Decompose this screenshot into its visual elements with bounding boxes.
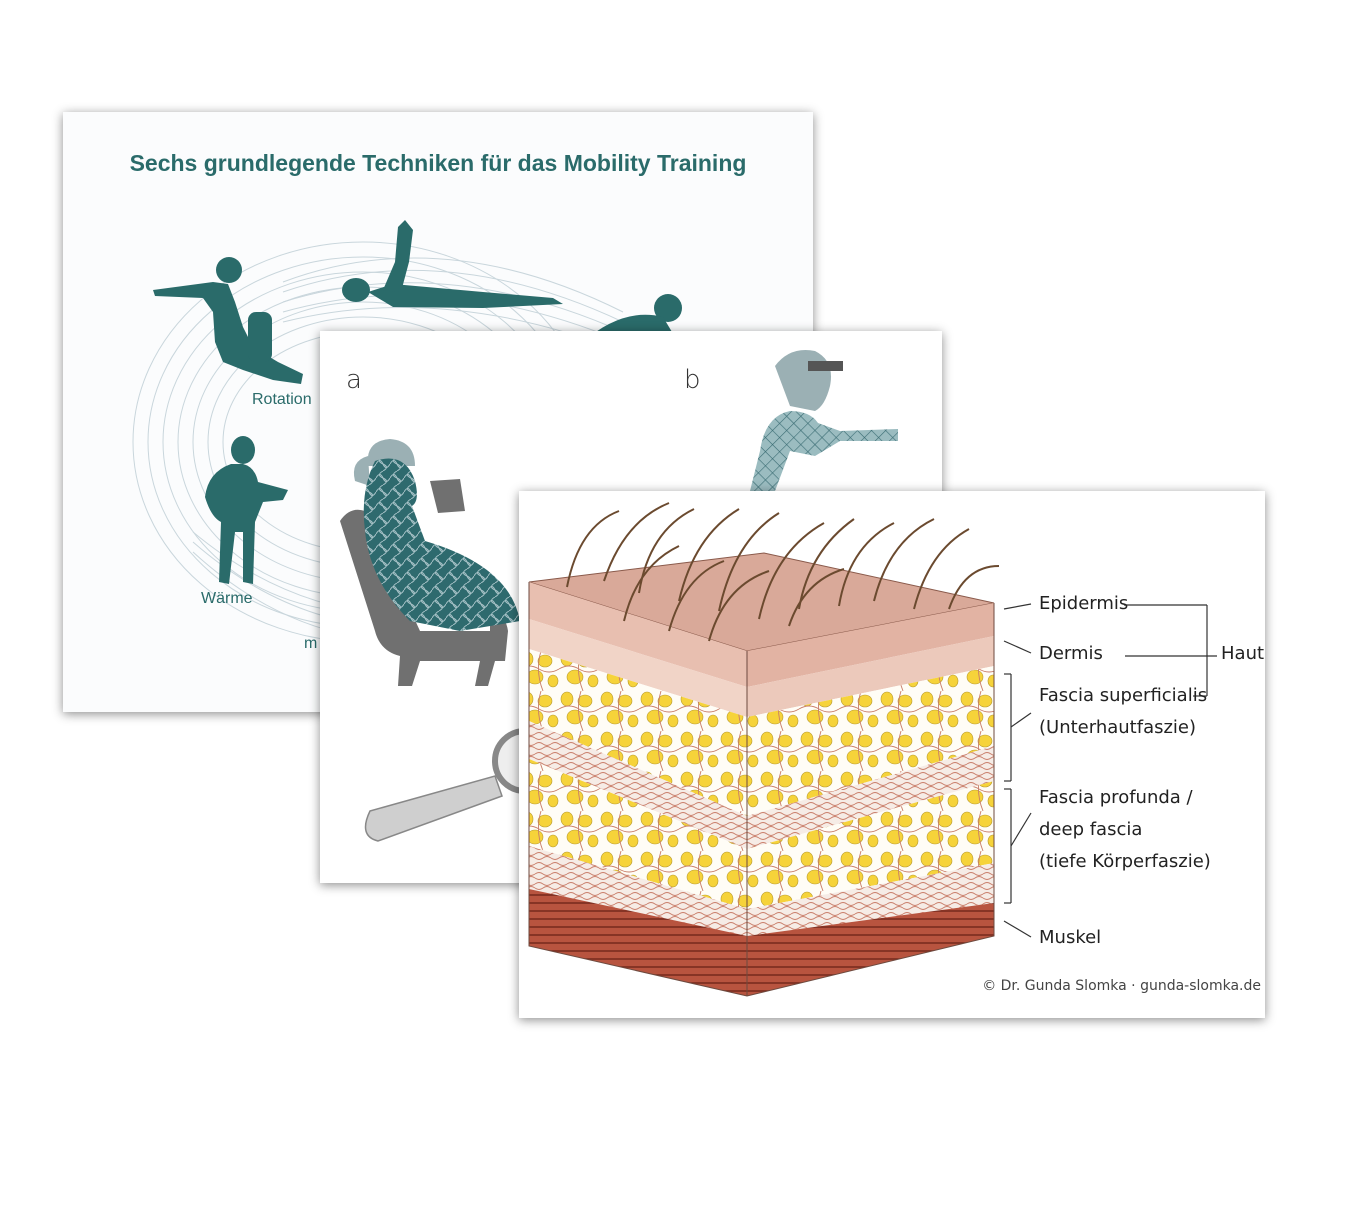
- skin-layer-diagram: [528, 502, 1217, 997]
- label-muskel: Muskel: [1039, 927, 1102, 948]
- hairs: [566, 502, 1000, 642]
- label-haut: Haut: [1221, 643, 1265, 664]
- lying-figure: [342, 220, 563, 308]
- rotation-label: Rotation: [252, 391, 312, 408]
- fascia-profunda-fat-left: [529, 759, 747, 909]
- rotation-figure: [153, 257, 303, 384]
- fascia-profunda-fiber-right: [747, 863, 994, 936]
- epidermis-right: [747, 603, 994, 687]
- skin-layers-card: Epidermis Dermis Haut Fascia superficial…: [519, 491, 1265, 1018]
- fascia-profunda-fiber-left: [529, 846, 747, 936]
- comparison-illustration: [340, 350, 898, 842]
- partial-label: m: [304, 635, 318, 652]
- label-fascia-superficialis: Fascia superficialis: [1039, 685, 1208, 706]
- label-fascia-profunda: Fascia profunda /: [1039, 787, 1193, 808]
- label-epidermis: Epidermis: [1039, 593, 1129, 614]
- dermis-right: [747, 636, 994, 717]
- fascia-superficialis-fiber-left: [529, 721, 747, 849]
- dermis-left: [529, 619, 747, 717]
- fascia-superficialis-fat-left: [529, 649, 747, 816]
- fascia-profunda-fat-right: [747, 781, 994, 909]
- fascia-superficialis-fat-right: [747, 666, 994, 816]
- label-tiefe-koerperfaszie: (tiefe Körperfaszie): [1039, 851, 1211, 872]
- running-person: [750, 350, 898, 491]
- mobility-illustration: [132, 220, 682, 643]
- muscle-right: [747, 903, 994, 996]
- page-title: Sechs grundlegende Techniken für das Mob…: [129, 150, 747, 176]
- waerme-figure: [205, 436, 288, 584]
- label-a: a: [346, 365, 362, 395]
- copyright-credit: © Dr. Gunda Slomka · gunda-slomka.de: [982, 978, 1261, 994]
- label-deep-fascia: deep fascia: [1039, 819, 1143, 840]
- leader-lines: [1003, 603, 1217, 938]
- seated-person: [353, 439, 520, 631]
- waerme-label: Wärme: [201, 590, 253, 607]
- epidermis-left: [529, 582, 747, 687]
- label-b: b: [684, 365, 701, 395]
- label-dermis: Dermis: [1039, 643, 1103, 664]
- muscle-left: [529, 889, 747, 996]
- fascia-superficialis-fiber-right: [747, 746, 994, 849]
- block-edges: [528, 582, 995, 997]
- label-unterhautfaszie: (Unterhautfaszie): [1039, 717, 1197, 738]
